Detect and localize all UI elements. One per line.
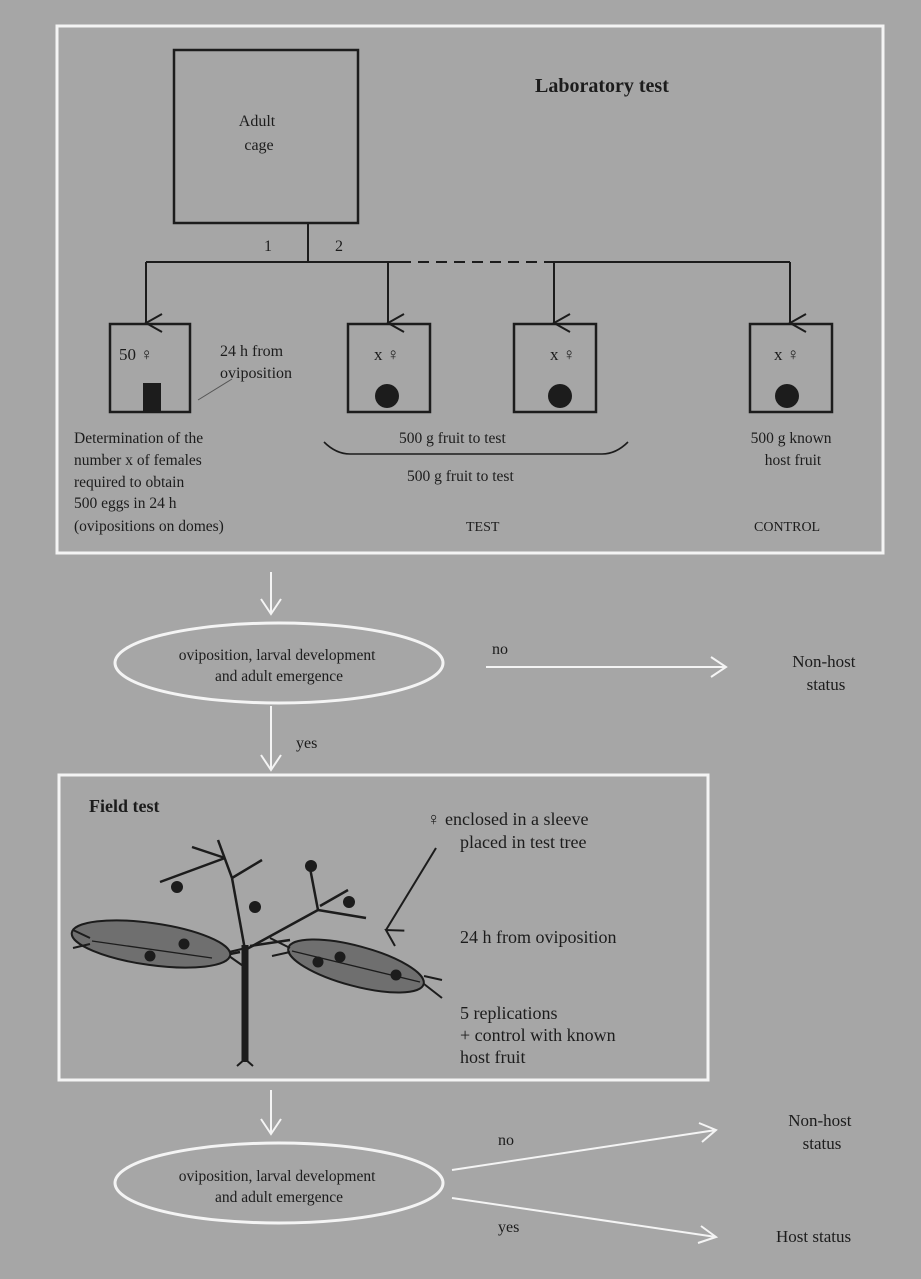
dome-pointer (197, 378, 233, 401)
arrow-decision-2-yes (451, 1197, 717, 1238)
test-fruit-1-icon (375, 384, 399, 408)
calibration-female-count: 50 ♀ (119, 345, 153, 364)
fruit-in-sleeve-icon (178, 938, 190, 950)
fruit-in-sleeve-icon (312, 956, 324, 968)
decision-1-text: oviposition, larval development and adul… (179, 647, 380, 685)
lab-test-frame (55, 24, 885, 555)
fruit-icon (305, 860, 317, 872)
test-fruit-label-1: 500 g fruit to test (399, 430, 506, 447)
test-fruit-label-2: 500 g fruit to test (407, 468, 514, 485)
fruit-in-sleeve-icon (390, 969, 402, 981)
control-group-label: CONTROL (754, 520, 820, 535)
sleeve-note: ♀ enclosed in a sleeve placed in test tr… (427, 809, 593, 852)
arrow-decision-2-no (451, 1129, 717, 1171)
arrow-field-to-decision-2-head (260, 1118, 282, 1136)
field-test-title: Field test (89, 796, 159, 816)
arrow-decision-2-yes-head (697, 1225, 719, 1244)
calibration-description: Determination of the number x of females… (74, 430, 224, 535)
test-cage-2 (512, 322, 598, 414)
fruit-icon (171, 881, 183, 893)
test-fruit-2-icon (548, 384, 572, 408)
fruit-icon (343, 896, 355, 908)
oviposition-dome-icon (143, 383, 161, 412)
test-cage-2-female-count: x ♀ (550, 345, 576, 364)
decision-2-host-status: Host status (776, 1227, 851, 1246)
sleeve-left-ties (72, 929, 247, 969)
lab-test-title: Laboratory test (535, 75, 669, 97)
test-tree-illustration (159, 839, 367, 1067)
decision-2-non-host-status: Non-host status (788, 1111, 856, 1153)
sleeve-left (70, 919, 232, 969)
test-group-label: TEST (466, 520, 500, 535)
fruit-in-sleeve-icon (144, 950, 156, 962)
field-test-frame (57, 773, 710, 1082)
adult-cage-box (172, 48, 360, 225)
control-fruit-icon (775, 384, 799, 408)
control-cage-female-count: x ♀ (774, 345, 800, 364)
control-fruit-label: 500 g known host fruit (751, 430, 836, 469)
test-cage-1 (346, 322, 432, 414)
decision-1-non-host-status: Non-host status (792, 652, 860, 694)
fruit-icon (249, 901, 261, 913)
sleeve-pointer-arrow (386, 847, 437, 930)
decision-1-no-label: no (492, 641, 508, 658)
fruit-in-sleeve-icon (334, 951, 346, 963)
field-duration-note: 24 h from oviposition (460, 927, 617, 947)
decision-2-ellipse (113, 1141, 445, 1225)
decision-2-no-label: no (498, 1132, 514, 1149)
arrow-decision-1-yes-head (260, 754, 282, 772)
decision-1-yes-label: yes (296, 735, 317, 752)
calibration-time-note: 24 h from oviposition (220, 343, 292, 382)
arrow-lab-to-decision-1-head (260, 598, 282, 616)
field-replications-note: 5 replications + control with known host… (460, 1003, 620, 1067)
control-cage (748, 322, 834, 414)
arrow-decision-2-no-head (698, 1122, 718, 1143)
decision-2-yes-label: yes (498, 1219, 519, 1236)
test-group-bracket (323, 441, 629, 455)
branch-2-label: 2 (335, 238, 343, 255)
arrow-decision-1-no-head (710, 656, 728, 678)
test-cage-1-female-count: x ♀ (374, 345, 400, 364)
adult-cage-label: Adult cage (239, 113, 279, 154)
decision-1-ellipse (113, 621, 445, 705)
decision-2-text: oviposition, larval development and adul… (179, 1168, 380, 1206)
branch-1-label: 1 (264, 238, 272, 255)
